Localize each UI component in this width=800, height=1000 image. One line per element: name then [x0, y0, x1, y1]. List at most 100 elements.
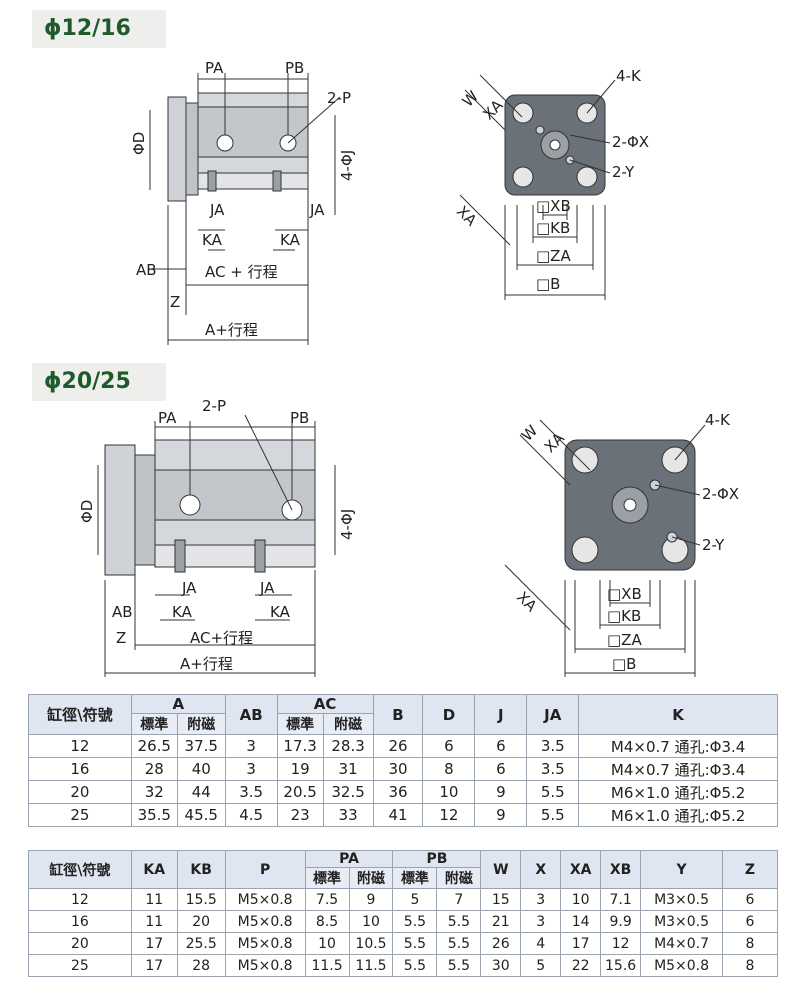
cell: 5.5 — [392, 910, 438, 933]
label-ab-2: AB — [112, 603, 133, 621]
header-xa: XA — [560, 850, 602, 889]
cell: 31 — [322, 757, 374, 781]
cell: 5.5 — [436, 954, 482, 977]
cell: 35.5 — [130, 803, 178, 827]
label-2p: 2-P — [327, 89, 351, 107]
label-ka-2: KA — [172, 603, 193, 621]
label-ja-2: JA — [181, 579, 197, 597]
cell: 36 — [372, 780, 424, 804]
header-a-mag: 附磁 — [176, 713, 226, 735]
cell: 12 — [28, 734, 132, 758]
label-ja-right: JA — [309, 201, 325, 219]
header-j: J — [474, 694, 528, 735]
cell: 21 — [480, 910, 522, 933]
cell: 20.5 — [276, 780, 324, 804]
label-d-2: ΦD — [78, 500, 96, 523]
header-pa-std: 標準 — [304, 867, 350, 889]
cell: 8 — [422, 757, 476, 781]
cell: 6 — [422, 734, 476, 758]
spec-table-2: 缸徑\符號 KA KB P PA PB W X XA XB Y Z 標準 附磁 … — [28, 850, 778, 977]
cell: 8 — [722, 954, 778, 977]
front-view-drawing-12-16: W XA XA 4-K 2-ΦX 2-Y □XB □KB □ZA □B — [453, 67, 649, 300]
cell: 12 — [600, 932, 642, 955]
cell: 33 — [322, 803, 374, 827]
cell: 10 — [422, 780, 476, 804]
cell: 9 — [474, 780, 528, 804]
cell: 45.5 — [176, 803, 226, 827]
cell: 4.5 — [224, 803, 278, 827]
label-z: Z — [170, 293, 180, 311]
cell: 23 — [276, 803, 324, 827]
cell: 3 — [520, 910, 562, 933]
cell: 6 — [474, 757, 528, 781]
cell: 17 — [130, 932, 178, 955]
end-plate — [167, 96, 187, 202]
header-z: Z — [722, 850, 778, 889]
header-ab: AB — [224, 694, 278, 735]
cell: 11.5 — [348, 954, 394, 977]
cell: 3 — [520, 888, 562, 911]
label-xa-top: XA — [479, 96, 507, 124]
cell: 11 — [130, 888, 178, 911]
side-view-drawing-20-25: PA PB 2-P ΦD 4-ΦJ JA JA AB KA KA Z AC+行程… — [78, 397, 356, 677]
label-w: W — [459, 87, 482, 110]
cell: 26.5 — [130, 734, 178, 758]
cell: 15.5 — [176, 888, 226, 911]
cell: 15 — [480, 888, 522, 911]
label-xb-2: □XB — [607, 585, 642, 603]
cell: 7.5 — [304, 888, 350, 911]
cell: M5×0.8 — [224, 932, 306, 955]
cell: 17 — [130, 954, 178, 977]
cell: 12 — [28, 888, 132, 911]
cell: 30 — [372, 757, 424, 781]
header-x: X — [520, 850, 562, 889]
label-2p-2: 2-P — [202, 397, 226, 415]
label-d: ΦD — [130, 132, 148, 155]
cell: 20 — [28, 780, 132, 804]
cell: 3.5 — [526, 757, 580, 781]
cell: 5.5 — [392, 954, 438, 977]
header-y: Y — [640, 850, 724, 889]
label-2y: 2-Y — [612, 163, 635, 181]
cell: 25 — [28, 954, 132, 977]
cell: 25.5 — [176, 932, 226, 955]
header-bore-2: 缸徑\符號 — [28, 850, 132, 889]
cell: 30 — [480, 954, 522, 977]
label-pa-2: PA — [158, 409, 177, 427]
cell: 16 — [28, 757, 132, 781]
front-view-drawing-20-25: W XA XA 4-K 2-ΦX 2-Y □XB □KB □ZA □B — [504, 411, 739, 677]
header-kb: KB — [176, 850, 226, 889]
cell: 20 — [28, 932, 132, 955]
cell: 14 — [560, 910, 602, 933]
cell: M5×0.8 — [224, 954, 306, 977]
cell: 37.5 — [176, 734, 226, 758]
label-ac-2: AC+行程 — [190, 629, 253, 647]
port-circle — [216, 134, 234, 152]
label-4k: 4-K — [616, 67, 642, 85]
cell: 19 — [276, 757, 324, 781]
label-xa-top-2: XA — [541, 429, 569, 457]
header-ja: JA — [526, 694, 580, 735]
header-bore: 缸徑\符號 — [28, 694, 132, 735]
cell: 16 — [28, 910, 132, 933]
cell: 8 — [722, 932, 778, 955]
header-ac-std: 標準 — [276, 713, 324, 735]
cell: 5.5 — [436, 932, 482, 955]
cell: 17.3 — [276, 734, 324, 758]
cell: M3×0.5 — [640, 910, 724, 933]
label-za: □ZA — [536, 247, 571, 265]
cell: 28.3 — [322, 734, 374, 758]
header-ac: AC — [276, 694, 374, 714]
label-pb-2: PB — [290, 409, 309, 427]
label-4j-2: 4-ΦJ — [338, 509, 356, 540]
cell: 3.5 — [224, 780, 278, 804]
cell: 10 — [560, 888, 602, 911]
cell: M4×0.7 通孔:Φ3.4 — [578, 757, 778, 781]
label-ka-right-2: KA — [270, 603, 291, 621]
cell: 5 — [520, 954, 562, 977]
cell: M5×0.8 — [640, 954, 724, 977]
cell: 6 — [474, 734, 528, 758]
